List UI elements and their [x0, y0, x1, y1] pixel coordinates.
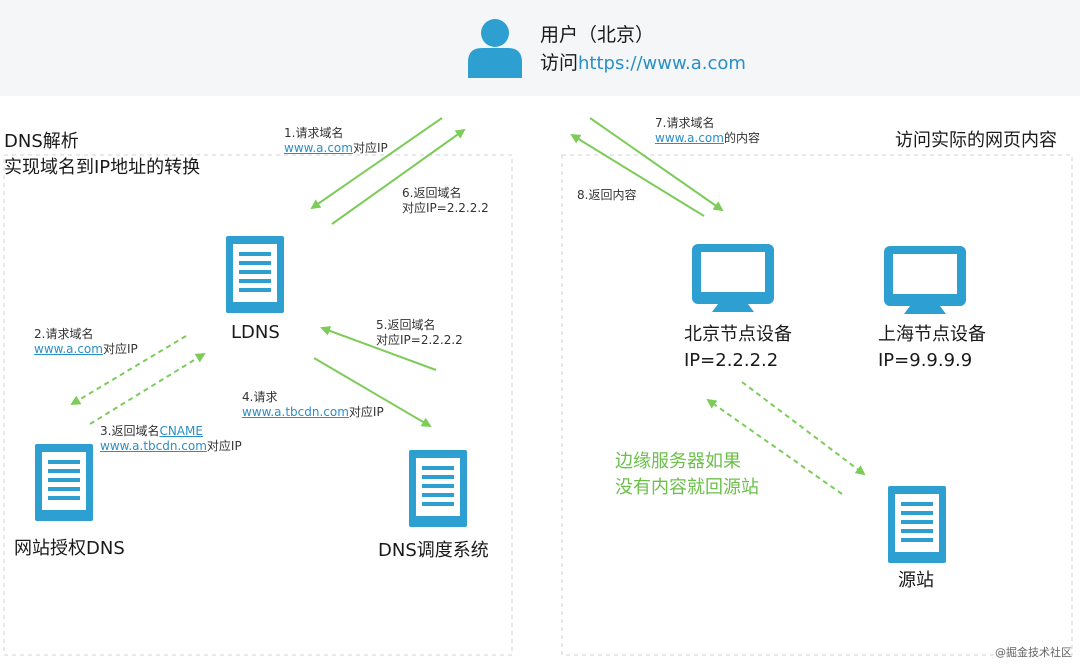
visit-url[interactable]: https://www.a.com	[578, 53, 746, 74]
arrow-step3	[89, 352, 206, 425]
step2-label: 2.请求域名 www.a.com对应IP	[34, 327, 138, 357]
step4-link[interactable]: www.a.tbcdn.com	[242, 405, 349, 419]
ldns-server-icon	[226, 236, 284, 313]
step2-link[interactable]: www.a.com	[34, 342, 103, 356]
step6-ip: 对应IP=2.2.2.2	[402, 201, 489, 215]
step1-link[interactable]: www.a.com	[284, 141, 353, 155]
arrow-step1	[310, 117, 443, 210]
arrow-from-origin	[706, 398, 843, 495]
step5-ip: 对应IP=2.2.2.2	[376, 333, 463, 347]
step2-title: 2.请求域名	[34, 327, 94, 341]
dns-panel-subtitle: 实现域名到IP地址的转换	[4, 157, 201, 178]
step7-title: 7.请求域名	[655, 116, 715, 130]
step3-label: 3.返回域名CNAME www.a.tbcdn.com对应IP	[100, 424, 242, 454]
arrow-step8	[570, 133, 705, 217]
step2-suffix: 对应IP	[102, 342, 138, 356]
visit-label: 访问	[540, 52, 579, 74]
step7-suffix: 的内容	[723, 131, 760, 145]
user-location-label: 用户（北京）	[540, 24, 655, 46]
arrow-step2	[70, 335, 187, 406]
edge-note-line1: 边缘服务器如果	[615, 451, 741, 472]
step3-link[interactable]: www.a.tbcdn.com	[100, 439, 207, 453]
origin-server-icon	[888, 486, 946, 563]
auth-dns-server-icon	[35, 444, 93, 521]
beijing-monitor-icon	[692, 244, 774, 312]
step3-suffix: 对应IP	[206, 439, 242, 453]
visit-line: 访问https://www.a.com	[540, 52, 746, 76]
dns-panel-title: DNS解析	[4, 131, 79, 152]
shanghai-node-ip: IP=9.9.9.9	[878, 350, 973, 371]
step8-label: 8.返回内容	[577, 188, 637, 202]
content-panel-title: 访问实际的网页内容	[895, 130, 1057, 151]
step4-label: 4.请求 www.a.tbcdn.com对应IP	[242, 390, 384, 420]
beijing-node-ip: IP=2.2.2.2	[684, 350, 779, 371]
shanghai-node-name: 上海节点设备	[878, 324, 986, 345]
origin-label: 源站	[898, 570, 934, 591]
step4-title: 4.请求	[242, 390, 278, 404]
ldns-label: LDNS	[231, 322, 280, 343]
step3-title: 3.返回域名	[100, 424, 160, 438]
arrow-step7	[589, 117, 724, 212]
header-band	[0, 0, 1080, 96]
content-panel-border	[561, 154, 1073, 656]
step4-suffix: 对应IP	[348, 405, 384, 419]
edge-note: 边缘服务器如果 没有内容就回源站	[615, 449, 759, 501]
step1-title: 1.请求域名	[284, 126, 344, 140]
dns-dispatch-server-icon	[409, 450, 467, 527]
step6-title: 6.返回域名	[402, 186, 462, 200]
shanghai-monitor-icon	[884, 246, 966, 314]
auth-dns-label: 网站授权DNS	[14, 538, 125, 559]
step6-label: 6.返回域名 对应IP=2.2.2.2	[402, 186, 489, 216]
beijing-node-name: 北京节点设备	[684, 324, 792, 345]
step3-cname-link[interactable]: CNAME	[159, 424, 203, 438]
step7-label: 7.请求域名 www.a.com的内容	[655, 116, 760, 146]
step1-label: 1.请求域名 www.a.com对应IP	[284, 126, 388, 156]
step5-label: 5.返回域名 对应IP=2.2.2.2	[376, 318, 463, 348]
step1-suffix: 对应IP	[352, 141, 388, 155]
user-icon	[468, 19, 522, 78]
step5-title: 5.返回域名	[376, 318, 436, 332]
edge-note-line2: 没有内容就回源站	[615, 477, 759, 498]
arrow-to-origin	[741, 381, 866, 476]
step7-link[interactable]: www.a.com	[655, 131, 724, 145]
watermark: @掘金技术社区	[995, 646, 1072, 659]
arrow-step5	[320, 326, 437, 371]
dns-dispatch-label: DNS调度系统	[378, 540, 489, 561]
arrow-step6	[331, 128, 466, 225]
arrow-step4	[313, 357, 432, 428]
